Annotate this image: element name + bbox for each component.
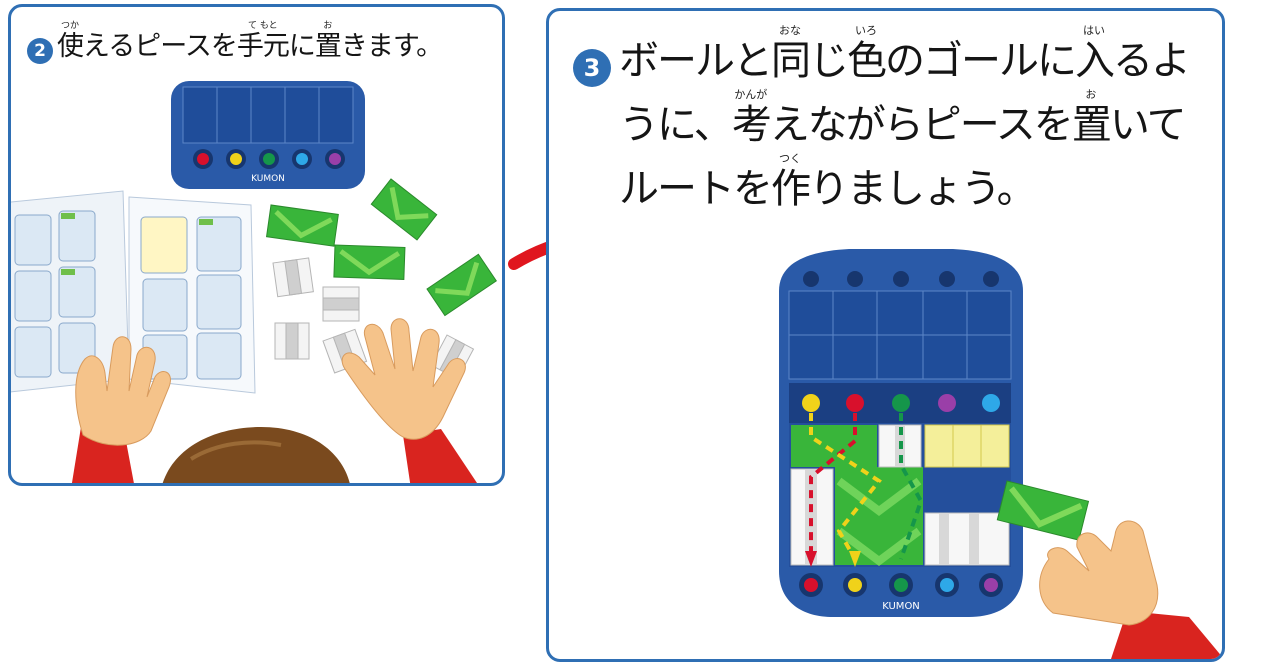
caption-text: 作	[771, 166, 811, 212]
caption-line: ボールと おな同 じ いろ色 のゴールに はい入 るよ	[619, 24, 1191, 85]
furigana: いろ	[855, 24, 877, 37]
caption-text: ボールと	[619, 38, 773, 84]
green-piece-icon	[265, 178, 497, 317]
step-2-number: 2	[27, 38, 53, 64]
caption-text: きます。	[340, 31, 443, 62]
caption-text: 手元	[236, 31, 290, 62]
ball-red-icon	[846, 394, 864, 412]
goal-red-icon	[197, 153, 209, 165]
game-board: KUMON	[779, 249, 1023, 617]
hand-with-piece-icon	[996, 480, 1222, 659]
caption-text: えながらピースを	[769, 102, 1074, 148]
caption-text: うに、	[619, 102, 734, 148]
step-3-text: ボールと おな同 じ いろ色 のゴールに はい入 るよ うに、 かんが考 えなが…	[619, 24, 1191, 217]
step-3-caption: 3 ボールと おな同 じ いろ色 のゴールに はい入 るよ うに、 かんが考 え…	[573, 24, 1191, 217]
goal-blue-icon	[940, 578, 954, 592]
step-2-text: つか使 えるピースを て もと手元 に お置 きます。	[57, 21, 443, 63]
furigana: かんが	[734, 88, 768, 101]
brand-logo: KUMON	[251, 174, 285, 184]
goal-purple-icon	[329, 153, 341, 165]
ball-purple-icon	[938, 394, 956, 412]
open-book-icon	[11, 190, 256, 394]
furigana: はい	[1083, 24, 1105, 37]
furigana: て もと	[248, 21, 278, 31]
caption-text: のゴールに	[885, 38, 1077, 84]
goal-purple-icon	[984, 578, 998, 592]
step-2-panel: 2 つか使 えるピースを て もと手元 に お置 きます。	[8, 4, 505, 486]
caption-text: 考	[731, 102, 772, 148]
caption-line: うに、 かんが考 えながらピースを お置 いて	[619, 89, 1189, 149]
step-3-number: 3	[573, 49, 611, 87]
caption-text: 使	[57, 31, 84, 62]
caption-text: いて	[1109, 102, 1187, 148]
goal-yellow-icon	[848, 578, 862, 592]
goal-green-icon	[894, 578, 908, 592]
caption-text: 同	[771, 38, 811, 84]
brand-logo: KUMON	[882, 601, 920, 612]
step-2-illustration: KUMON	[11, 81, 497, 483]
goal-yellow-icon	[230, 153, 242, 165]
caption-text: じ	[809, 38, 849, 84]
furigana: つく	[779, 152, 801, 165]
step-3-illustration: KUMON	[779, 249, 1222, 659]
furigana: お	[1085, 88, 1097, 101]
child-hands-icon	[71, 318, 477, 483]
step-3-panel: 3 ボールと おな同 じ いろ色 のゴールに はい入 るよ うに、 かんが考 え…	[546, 8, 1225, 662]
caption-text: りましょう。	[809, 166, 1037, 212]
caption-text: 置	[314, 31, 342, 62]
ball-yellow-icon	[802, 394, 820, 412]
caption-text: ルートを	[619, 166, 773, 212]
step-2-caption: 2 つか使 えるピースを て もと手元 に お置 きます。	[27, 21, 443, 64]
goal-green-icon	[263, 153, 275, 165]
caption-line: ルートを つく作 りましょう。	[619, 153, 1189, 213]
ball-blue-icon	[982, 394, 1000, 412]
furigana: お	[323, 21, 333, 31]
small-game-board: KUMON	[171, 81, 365, 189]
caption-line: つか使 えるピースを て もと手元 に お置 きます。	[57, 21, 443, 63]
furigana: おな	[779, 24, 801, 37]
caption-text: えるピースを	[83, 31, 238, 62]
goal-blue-icon	[296, 153, 308, 165]
goal-red-icon	[804, 578, 818, 592]
caption-text: 色	[847, 38, 887, 84]
caption-text: に	[288, 31, 316, 62]
ball-green-icon	[892, 394, 910, 412]
furigana: つか	[60, 21, 79, 31]
caption-text: 入	[1075, 38, 1115, 84]
caption-text: るよ	[1113, 38, 1191, 84]
caption-text: 置	[1071, 102, 1112, 148]
